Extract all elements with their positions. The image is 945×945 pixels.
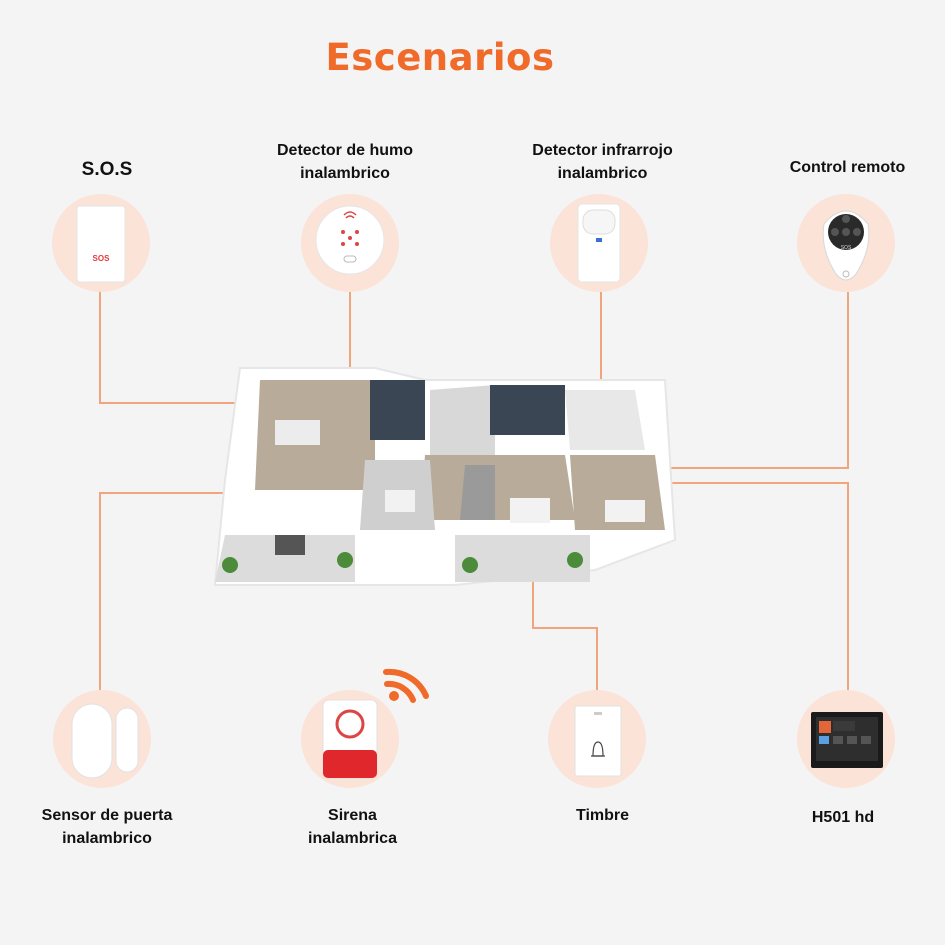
label-door: Sensor de puerta inalambrico bbox=[41, 807, 173, 847]
page-title: Escenarios bbox=[325, 36, 555, 79]
motion-sensor-icon bbox=[577, 203, 621, 283]
sos-device-text: SOS bbox=[93, 254, 111, 263]
sos-button-icon: SOS bbox=[76, 205, 126, 283]
connector-panel bbox=[662, 482, 849, 690]
circle-doorbell bbox=[548, 690, 646, 788]
label-pir: Detector infrarrojo inalambrico bbox=[532, 142, 673, 182]
circle-sos: SOS bbox=[52, 194, 150, 292]
alarm-panel-icon bbox=[811, 712, 883, 768]
remote-control-icon: SOS bbox=[822, 210, 870, 281]
label-remote: Control remoto bbox=[789, 159, 906, 176]
remote-device-text: SOS bbox=[841, 245, 852, 251]
doorbell-icon bbox=[574, 705, 622, 777]
connector-sos bbox=[99, 290, 265, 404]
circle-smoke bbox=[301, 194, 399, 292]
circle-door bbox=[53, 690, 151, 788]
connector-remote bbox=[628, 292, 849, 469]
circle-pir bbox=[550, 194, 648, 292]
circle-panel bbox=[797, 690, 895, 788]
door-sensor-icon bbox=[71, 703, 139, 779]
siren-icon bbox=[322, 699, 378, 779]
label-siren: Sirena inalambrica bbox=[308, 807, 397, 847]
circle-remote: SOS bbox=[797, 194, 895, 292]
label-panel: H501 hd bbox=[811, 809, 875, 826]
label-sos: S.O.S bbox=[81, 159, 133, 180]
circle-siren bbox=[301, 690, 399, 788]
label-doorbell: Timbre bbox=[575, 807, 630, 824]
smoke-detector-icon bbox=[315, 205, 385, 275]
apartment-floorplan-illustration bbox=[213, 367, 677, 586]
label-smoke: Detector de humo inalambrico bbox=[276, 142, 413, 182]
